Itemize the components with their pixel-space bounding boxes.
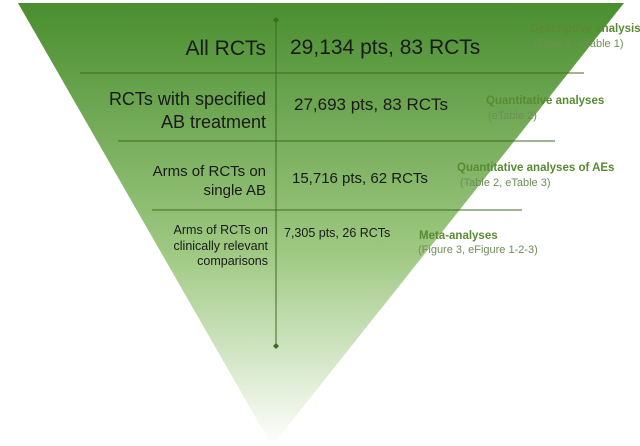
level-3-note-ref: (Table 2, eTable 3) [460,177,551,189]
level-1-label: All RCTs [185,37,266,60]
level-2-label: RCTs with specified AB treatment [108,89,266,132]
level-3-note-title: Quantitative analyses of AEs [457,162,615,174]
level-2-count: 27,693 pts, 83 RCTs [294,95,449,114]
level-2-note-ref: (eTable 2) [488,110,537,122]
level-1-note-ref: (Table 1, eTable 1) [533,38,624,50]
axis-bottom-marker [273,343,279,349]
funnel-triangle [18,3,624,446]
level-1-count: 29,134 pts, 83 RCTs [290,36,481,59]
level-4-note-title: Meta-analyses [419,230,498,242]
level-3-label: Arms of RCTs on single AB [152,163,266,199]
level-2-note-title: Quantitative analyses [486,95,605,107]
level-4-label: Arms of RCTs on clinically relevant comp… [173,223,268,269]
level-3-count: 15,716 pts, 62 RCTs [292,170,428,187]
level-1-note-title: Descriptive analysis [530,23,640,35]
level-4-note-ref: (Figure 3, eFigure 1-2-3) [418,244,538,256]
axis-top-marker [273,17,279,23]
level-4-count: 7,305 pts, 26 RCTs [284,226,391,240]
